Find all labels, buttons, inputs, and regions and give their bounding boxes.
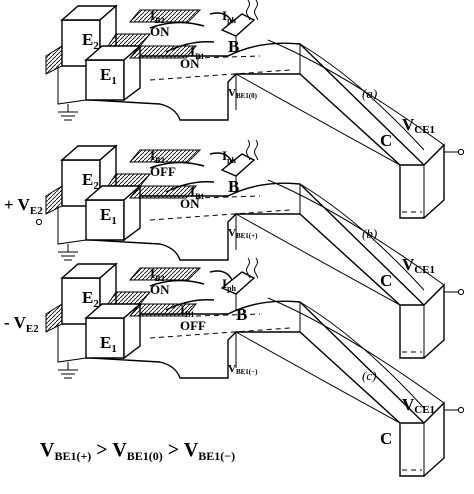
state-e1-label: OFF (180, 318, 206, 333)
state-e2-label: ON (150, 24, 170, 39)
panel-b: + VE2 E2 E1 IB2 IB1 Iph OFF ON B VBE1(+)… (4, 139, 465, 359)
ib2-label: IB2 (150, 266, 164, 283)
emitter-2-label: E2 (82, 288, 99, 310)
emitter-1-label: E1 (100, 205, 117, 227)
bias-label: + VE2 (4, 195, 43, 217)
vbe-label: VBE1(−) (228, 363, 258, 376)
panel-label-b: (b) (362, 226, 377, 241)
vbe-label: VBE1(0) (228, 87, 258, 100)
panel-label-a: (a) (362, 86, 377, 101)
panel-a: E2 E1 IB2 IB1 Iph ON ON B VBE1(0) (a) C … (45, 0, 465, 219)
emitter-2-label: E2 (82, 30, 99, 52)
ib1-label: IB1 (190, 184, 204, 201)
base-label: B (228, 37, 239, 56)
collector-label: C (380, 271, 392, 290)
panel-label-c: (c) (362, 368, 376, 383)
collector-label: C (380, 429, 392, 448)
ib1-label: IB1 (190, 44, 204, 61)
emitter-1-label: E1 (100, 65, 117, 87)
emitter-2-label: E2 (82, 170, 99, 192)
iph-label: Iph (222, 8, 237, 25)
bias-label: - VE2 (4, 313, 39, 335)
bias-terminal (35, 218, 43, 226)
base-label: B (236, 305, 247, 324)
iph-label: Iph (222, 148, 237, 165)
collector-voltage-label: VCE1 (402, 255, 435, 276)
state-e1-label: ON (180, 196, 200, 211)
state-e2-label: OFF (150, 164, 176, 179)
ib2-label: IB2 (150, 148, 164, 165)
iph-label: Iph (222, 276, 237, 293)
state-e2-label: ON (150, 282, 170, 297)
ib1-label: IB1 (180, 302, 194, 319)
panel-c: - VE2 E2 E1 IB2 IB1 Iph ON OFF B VBE1(−)… (4, 257, 465, 477)
vbe-relation: VBE1(+) > VBE1(0) > VBE1(−) (40, 439, 235, 463)
collector-label: C (380, 131, 392, 150)
emitter-1-label: E1 (100, 333, 117, 355)
collector-voltage-label: VCE1 (402, 395, 435, 416)
ib2-label: IB2 (150, 8, 164, 25)
state-e1-label: ON (180, 56, 200, 71)
vbe-label: VBE1(+) (228, 227, 258, 240)
base-label: B (228, 177, 239, 196)
collector-voltage-label: VCE1 (402, 115, 435, 136)
